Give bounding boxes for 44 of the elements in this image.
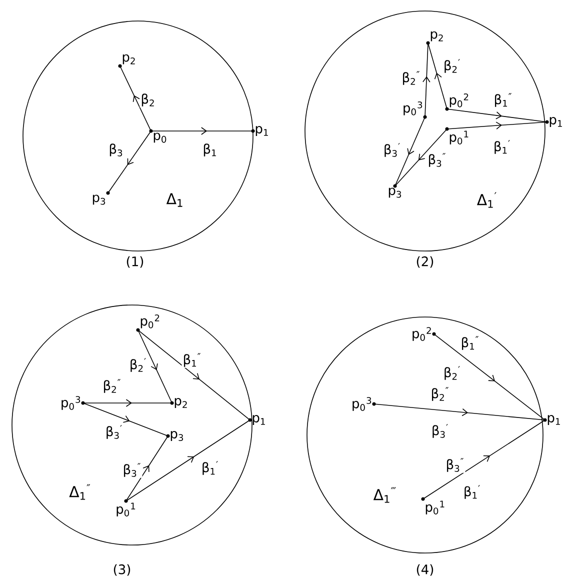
point-label: p$_{1}$ <box>545 117 562 127</box>
edge-label: β$_{1}$′ <box>200 460 220 476</box>
edge-label: β$_{3}$′ <box>104 424 124 440</box>
edge-label: β$_{3}$ <box>108 142 124 158</box>
edge-label: β$_{1}$″ <box>182 352 202 368</box>
edge-label: β$_{2}$″ <box>430 386 450 402</box>
point-label: p$_{0}$2 <box>412 327 436 341</box>
disc-label: (3) <box>114 564 130 576</box>
point-label: p$_{3}$ <box>166 431 184 442</box>
point-label: p$_{0}$3 <box>404 101 427 119</box>
edge-label: β$_{2}$″ <box>400 70 422 86</box>
edge-label: β$_{1}$ <box>202 142 218 158</box>
disc-label: (2) <box>416 256 434 268</box>
edge-label: β$_{1}$″ <box>492 92 514 108</box>
point-label: p$_{3}$ <box>92 191 110 205</box>
point-label: p$_{0}$ <box>149 129 166 143</box>
point-label: p$_{0}$1 <box>445 127 468 144</box>
edge-label: β$_{2}$′ <box>128 357 148 373</box>
point-label: p$_{0}$3 <box>352 397 376 411</box>
disc-label: (4) <box>416 564 434 576</box>
edge-label: β$_{3}$″ <box>444 457 466 473</box>
point-label: p$_{1}$ <box>543 415 560 425</box>
edge-label: β$_{1}$″ <box>460 335 480 351</box>
point-label: p$_{0}$1 <box>116 499 136 516</box>
point-label: p$_{2}$ <box>426 31 443 45</box>
point-label: p$_{2}$ <box>118 54 135 68</box>
edge-label: β$_{1}$′ <box>492 139 512 155</box>
point-label: p$_{0}$1 <box>421 497 444 514</box>
edge-label: β$_{3}$′ <box>382 142 402 158</box>
edge-label: β$_{2}$ <box>140 92 156 108</box>
edge-label: β$_{3}$″ <box>426 152 448 168</box>
point-label: p$_{2}$ <box>170 398 187 408</box>
disc-label: (1) <box>126 256 144 268</box>
line-label: β$_{1}$′ <box>462 484 482 500</box>
point-label: p$_{3}$ <box>388 184 402 198</box>
point-label: p$_{0}$2 <box>445 93 468 111</box>
edge-label: β$_{2}$″ <box>102 378 122 394</box>
point-label: p$_{1}$ <box>251 126 268 136</box>
point-label: p$_{0}$3 <box>62 396 85 410</box>
line-label: β$_{3}$′ <box>430 423 450 439</box>
point-label: p$_{0}$2 <box>136 314 160 332</box>
line-label: β$_{2}$′ <box>442 365 462 381</box>
edge-label: β$_{3}$″ <box>122 462 142 478</box>
edge-label: β$_{2}$′ <box>442 58 462 74</box>
